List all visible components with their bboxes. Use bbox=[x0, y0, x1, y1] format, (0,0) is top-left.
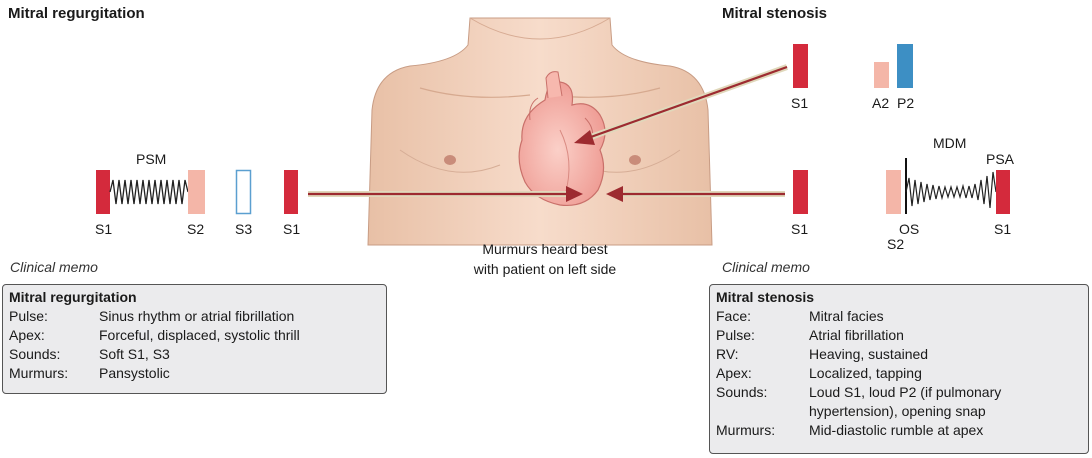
memo-key: Pulse: bbox=[716, 326, 809, 345]
ms-clinical-memo: Mitral stenosis Face: Mitral facies Puls… bbox=[709, 284, 1089, 454]
ms-phonocardiogram bbox=[793, 158, 1010, 214]
mr-clinical-memo: Mitral regurgitation Pulse: Sinus rhythm… bbox=[2, 284, 387, 394]
mr-s3-bar bbox=[237, 171, 251, 214]
memo-value: Mitral facies bbox=[809, 307, 1088, 326]
ms-p2-bar bbox=[897, 44, 913, 88]
mr-s2-label: S2 bbox=[187, 221, 204, 237]
ms-top-s1-bar bbox=[793, 44, 808, 88]
ms-s1-bar-2 bbox=[996, 170, 1010, 214]
ms-memo-title: Mitral stenosis bbox=[716, 288, 1088, 307]
memo-row: Sounds: Loud S1, loud P2 (if pulmonary h… bbox=[716, 383, 1088, 421]
ms-s2-bar bbox=[886, 170, 901, 214]
memo-row: Face: Mitral facies bbox=[716, 307, 1088, 326]
ms-s2-label: S2 bbox=[887, 236, 904, 252]
mr-s1-bar-2 bbox=[284, 170, 298, 214]
ms-s1-bar-1 bbox=[793, 170, 808, 214]
memo-key: RV: bbox=[716, 345, 809, 364]
mr-s1-bar-1 bbox=[96, 170, 110, 214]
mr-phonocardiogram bbox=[96, 170, 298, 214]
ms-top-s1-label: S1 bbox=[791, 95, 808, 111]
memo-key: Sounds: bbox=[9, 345, 99, 364]
ms-clinical-memo-heading: Clinical memo bbox=[722, 259, 810, 275]
mr-s3-label: S3 bbox=[235, 221, 252, 237]
memo-row: Sounds: Soft S1, S3 bbox=[9, 345, 386, 364]
mr-clinical-memo-heading: Clinical memo bbox=[10, 259, 98, 275]
ms-p2-label: P2 bbox=[897, 95, 914, 111]
memo-row: Apex: Localized, tapping bbox=[716, 364, 1088, 383]
memo-value: Loud S1, loud P2 (if pulmonary hypertens… bbox=[809, 383, 1044, 421]
memo-key: Murmurs: bbox=[9, 364, 99, 383]
memo-value: Localized, tapping bbox=[809, 364, 1088, 383]
right-nipple bbox=[629, 155, 641, 165]
memo-value: Mid-diastolic rumble at apex bbox=[809, 421, 1088, 440]
memo-key: Apex: bbox=[9, 326, 99, 345]
memo-key: Sounds: bbox=[716, 383, 809, 421]
ms-s1-label-1: S1 bbox=[791, 221, 808, 237]
ms-a2-label: A2 bbox=[872, 95, 889, 111]
memo-value: Soft S1, S3 bbox=[99, 345, 386, 364]
memo-key: Pulse: bbox=[9, 307, 99, 326]
memo-key: Murmurs: bbox=[716, 421, 809, 440]
memo-value: Forceful, displaced, systolic thrill bbox=[99, 326, 386, 345]
pansystolic-murmur-waveform bbox=[110, 180, 188, 204]
os-label: OS bbox=[899, 221, 919, 237]
mr-s1-label-2: S1 bbox=[283, 221, 300, 237]
memo-row: Pulse: Atrial fibrillation bbox=[716, 326, 1088, 345]
memo-row: Murmurs: Pansystolic bbox=[9, 364, 386, 383]
mr-memo-title: Mitral regurgitation bbox=[9, 288, 386, 307]
ms-top-sounds bbox=[793, 44, 913, 88]
mid-diastolic-murmur-waveform bbox=[906, 172, 996, 208]
caption-line-1: Murmurs heard best bbox=[430, 239, 660, 259]
mdm-label: MDM bbox=[933, 135, 966, 151]
memo-value: Heaving, sustained bbox=[809, 345, 1088, 364]
memo-key: Apex: bbox=[716, 364, 809, 383]
memo-row: RV: Heaving, sustained bbox=[716, 345, 1088, 364]
caption: Murmurs heard best with patient on left … bbox=[430, 239, 660, 279]
memo-value: Sinus rhythm or atrial fibrillation bbox=[99, 307, 386, 326]
mr-s2-bar bbox=[188, 170, 205, 214]
memo-row: Pulse: Sinus rhythm or atrial fibrillati… bbox=[9, 307, 386, 326]
memo-row: Apex: Forceful, displaced, systolic thri… bbox=[9, 326, 386, 345]
ms-s1-label-2: S1 bbox=[994, 221, 1011, 237]
ms-a2-bar bbox=[874, 62, 889, 88]
memo-value: Atrial fibrillation bbox=[809, 326, 1088, 345]
psm-label: PSM bbox=[136, 151, 166, 167]
psa-label: PSA bbox=[986, 151, 1014, 167]
caption-line-2: with patient on left side bbox=[430, 259, 660, 279]
memo-key: Face: bbox=[716, 307, 809, 326]
left-nipple bbox=[444, 155, 456, 165]
memo-value: Pansystolic bbox=[99, 364, 386, 383]
mr-s1-label-1: S1 bbox=[95, 221, 112, 237]
memo-row: Murmurs: Mid-diastolic rumble at apex bbox=[716, 421, 1088, 440]
